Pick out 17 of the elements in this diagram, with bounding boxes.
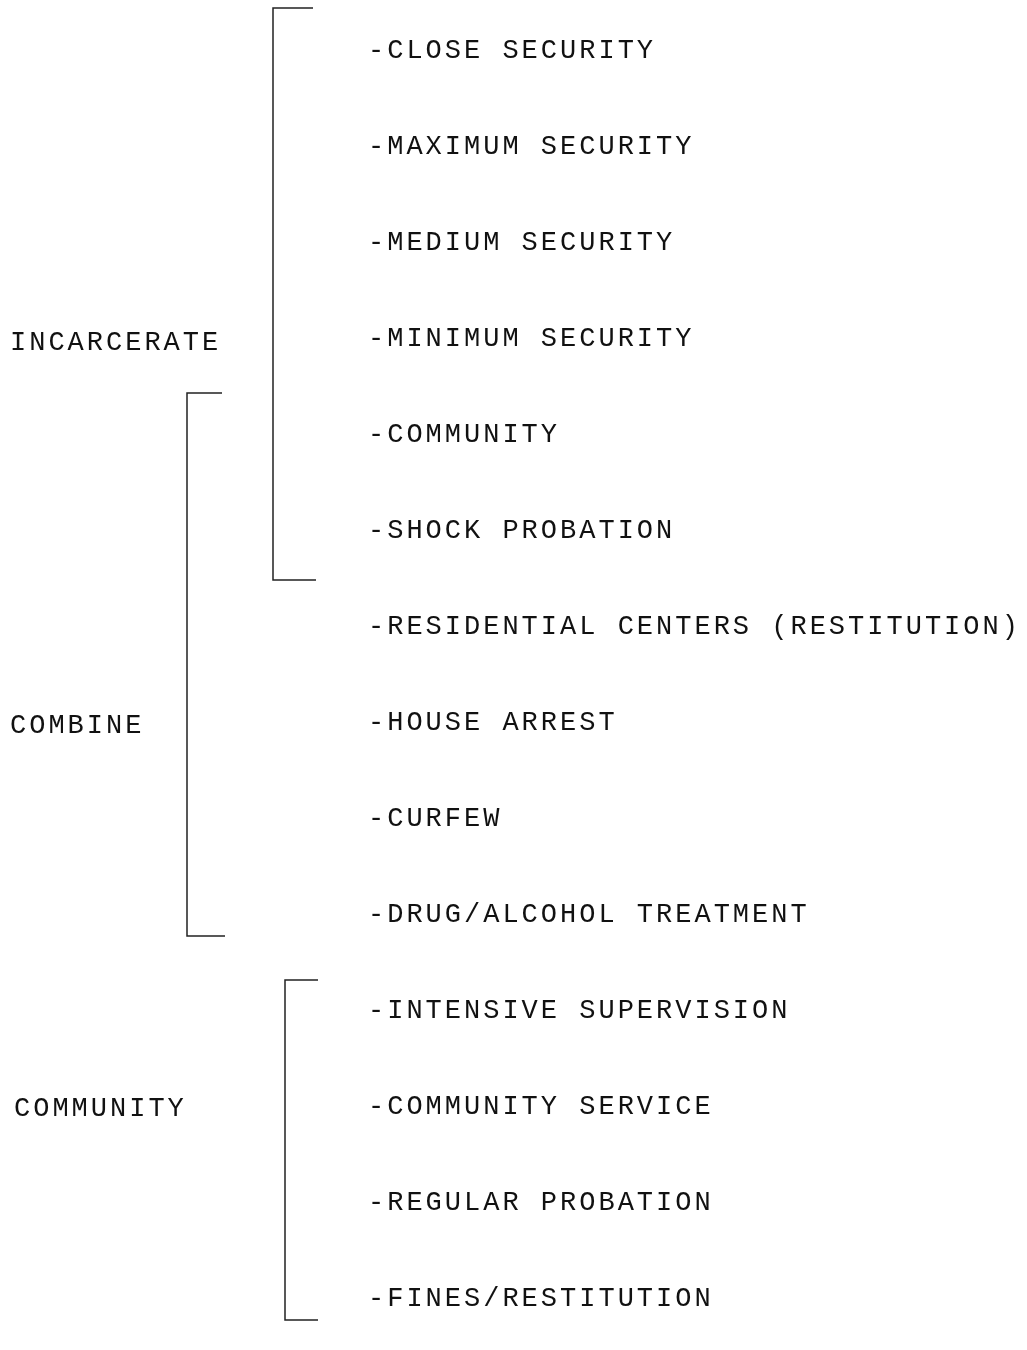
item-text: -HOUSE ARREST xyxy=(368,709,618,739)
group-label: COMMUNITY xyxy=(14,1095,187,1125)
group-label: INCARCERATE xyxy=(10,329,222,359)
item-text: -MEDIUM SECURITY xyxy=(368,229,676,259)
item-text: -CLOSE SECURITY xyxy=(368,37,657,67)
item-text: -COMMUNITY SERVICE xyxy=(368,1093,714,1123)
item-text: -COMMUNITY xyxy=(368,421,561,451)
group-label: COMBINE xyxy=(10,712,145,742)
item-text: -FINES/RESTITUTION xyxy=(368,1285,714,1315)
item-text: -MINIMUM SECURITY xyxy=(368,325,695,355)
item-text: -CURFEW xyxy=(368,805,503,835)
item-text: -MAXIMUM SECURITY xyxy=(368,133,695,163)
item-text: -RESIDENTIAL CENTERS (RESTITUTION) xyxy=(368,613,1021,643)
item-text: -INTENSIVE SUPERVISION xyxy=(368,997,791,1027)
item-text: -DRUG/ALCOHOL TREATMENT xyxy=(368,901,810,931)
item-text: -SHOCK PROBATION xyxy=(368,517,676,547)
item-text: -REGULAR PROBATION xyxy=(368,1189,714,1219)
